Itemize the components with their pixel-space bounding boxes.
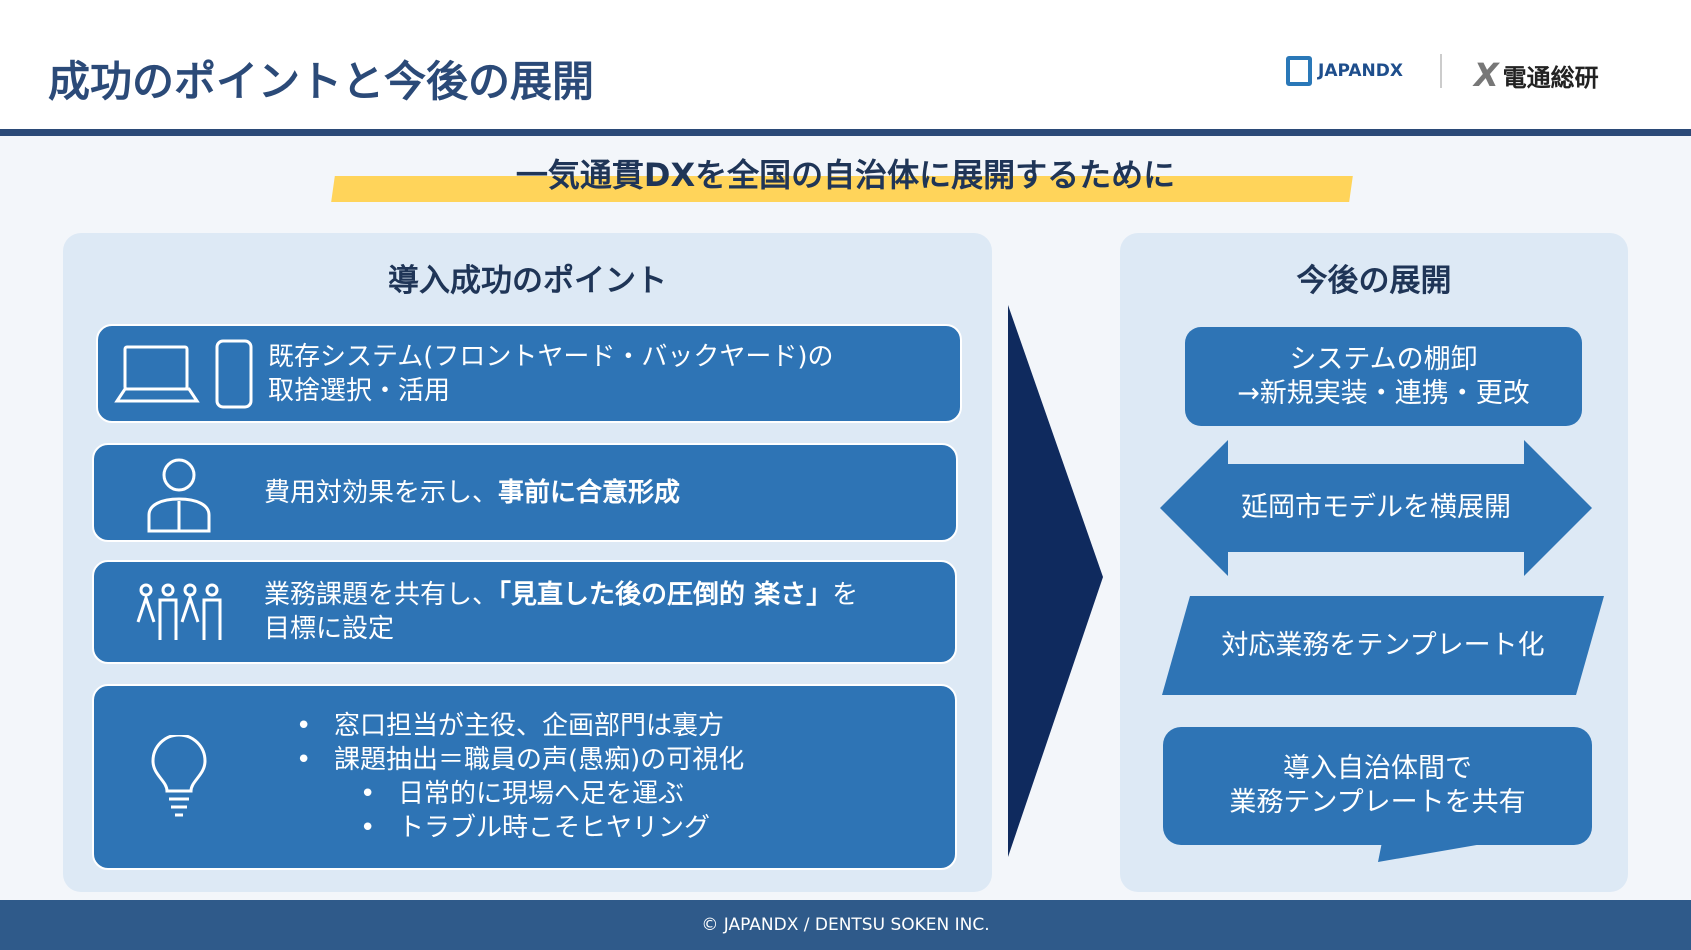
point-share: 業務課題を共有し、「見直した後の圧倒的 楽さ」を目標に設定	[92, 560, 957, 664]
future-inventory: システムの棚卸→新規実装・連携・更改	[1185, 327, 1582, 426]
dentsu-logo-text: 電通総研	[1502, 63, 1599, 92]
point-system: 既存システム(フロントヤード・バックヤード)の取捨選択・活用	[96, 324, 962, 423]
bullet-item: 窓口担当が主役、企画部門は裏方	[294, 709, 744, 743]
japandx-mark-icon	[1286, 56, 1312, 86]
header	[0, 0, 1691, 130]
group-icon	[94, 582, 264, 642]
parallelogram-shape	[1162, 596, 1604, 695]
speech-bubble-shape	[1163, 727, 1592, 862]
point-organization: 窓口担当が主役、企画部門は裏方 課題抽出＝職員の声(愚痴)の可視化 日常的に現場…	[92, 684, 957, 870]
point-share-line2: 目標に設定	[264, 614, 395, 644]
sub-bullet-item: トラブル時こそヒヤリング	[358, 811, 744, 845]
future-inventory-line1: システムの棚卸	[1289, 343, 1478, 375]
point-system-line1: 既存システム(フロントヤード・バックヤード)の	[268, 341, 834, 372]
point-cost-bold: 事前に合意形成	[498, 477, 681, 508]
japandx-logo-text: JAPANDX	[1318, 61, 1403, 81]
bullet-item: 課題抽出＝職員の声(愚痴)の可視化	[294, 743, 744, 777]
future-template-text: 対応業務をテンプレート化	[1221, 629, 1545, 661]
logo-divider	[1440, 54, 1442, 88]
future-share: 導入自治体間で業務テンプレートを共有	[1163, 727, 1592, 845]
sub-bullet-item: 日常的に現場へ足を運ぶ	[358, 777, 744, 811]
point-share-post: を	[832, 580, 859, 610]
future-share-line1: 導入自治体間で	[1282, 753, 1472, 784]
point-system-line2: 取捨選択・活用	[268, 375, 451, 406]
banner-text: 一気通貫DXを全国の自治体に展開するために	[515, 156, 1176, 194]
future-model-text: 延岡市モデルを横展開	[1241, 492, 1511, 523]
point-share-text: 業務課題を共有し、	[264, 580, 499, 610]
businessman-icon	[94, 453, 264, 533]
header-rule	[0, 129, 1691, 136]
japandx-logo: JAPANDX	[1286, 56, 1403, 86]
point-share-bold: 「見直した後の圧倒的 楽さ」	[498, 580, 833, 610]
future-share-line2: 業務テンプレートを共有	[1229, 787, 1526, 818]
flow-arrow-icon	[1008, 305, 1103, 857]
page-title: 成功のポイントと今後の展開	[48, 57, 595, 106]
point-cost: 費用対効果を示し、事前に合意形成	[92, 443, 958, 542]
point-cost-text: 費用対効果を示し、	[264, 477, 499, 508]
x-mark-icon: X	[1474, 56, 1499, 94]
double-arrow-shape	[1160, 440, 1592, 576]
laptop-phone-icon	[98, 339, 268, 409]
future-heading: 今後の展開	[1296, 263, 1452, 299]
lightbulb-icon	[94, 735, 264, 819]
footer-copyright: © JAPANDX / DENTSU SOKEN INC.	[0, 900, 1691, 950]
success-points-heading: 導入成功のポイント	[388, 263, 667, 299]
future-inventory-line2: →新規実装・連携・更改	[1237, 377, 1530, 409]
